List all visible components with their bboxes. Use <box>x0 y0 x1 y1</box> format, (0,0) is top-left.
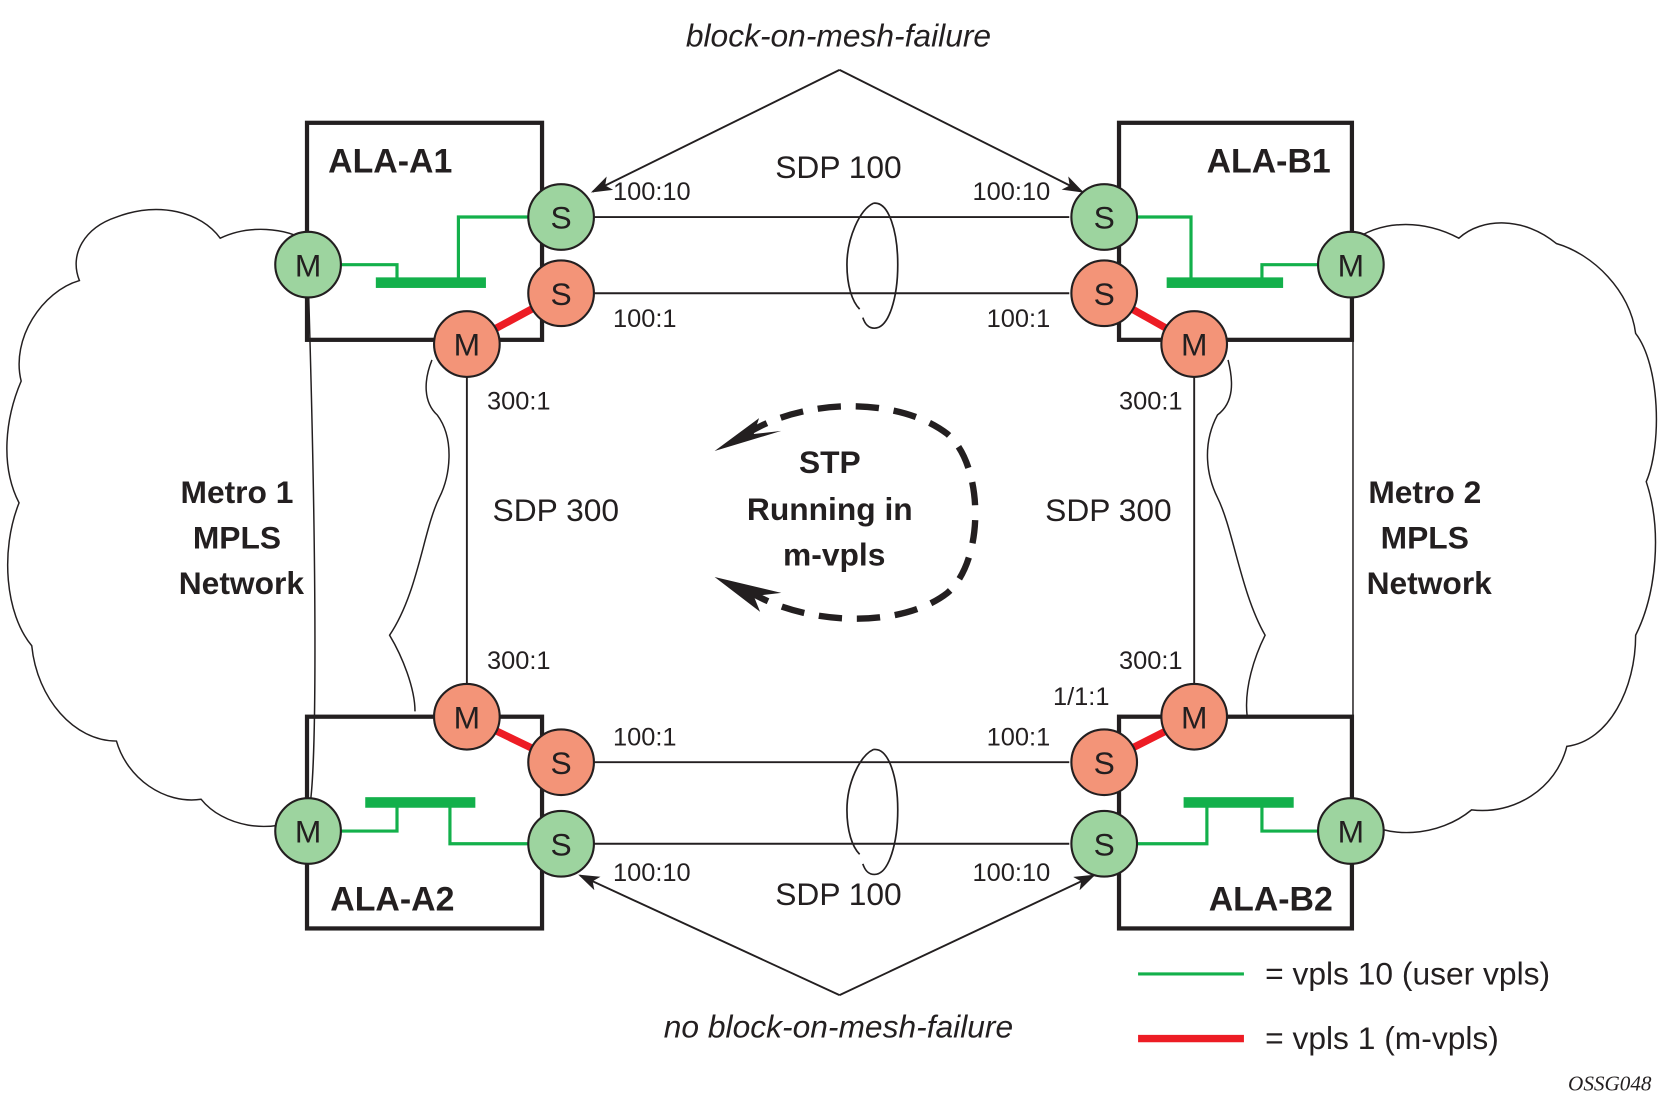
binding-top-b1-m: 100:1 <box>987 305 1051 333</box>
node-label: S <box>551 745 572 781</box>
metro1-cloud-rim <box>388 359 450 712</box>
node-label: M <box>1181 327 1207 363</box>
legend-label-m-vpls: = vpls 1 (m-vpls) <box>1265 1020 1499 1056</box>
b1-mvpls-spoke-sdp-node[interactable]: S <box>1070 259 1139 328</box>
node-label: S <box>1094 745 1115 781</box>
node-label: M <box>454 327 480 363</box>
node-label: S <box>551 276 572 312</box>
a2-mvpls-mesh-sdp-node[interactable]: M <box>432 682 501 751</box>
bottom-annotation-arrow-left <box>578 874 840 996</box>
a1-user-spoke-sdp-node[interactable]: S <box>527 183 595 251</box>
a1-user-mesh-sdp-node[interactable]: M <box>274 230 342 299</box>
binding-top-a1-m: 100:1 <box>613 305 677 333</box>
legend-label-user-vpls: = vpls 10 (user vpls) <box>1265 956 1550 992</box>
b2-mvpls-spoke-sdp-node[interactable]: S <box>1070 728 1139 797</box>
b2-user-wire-spoke <box>1130 804 1209 846</box>
metro1-cloud <box>6 208 316 828</box>
sdp100-bottom-label: SDP 100 <box>775 876 902 912</box>
binding-right-top: 300:1 <box>1119 388 1183 416</box>
a2-user-spoke-sdp-node[interactable]: S <box>527 809 595 878</box>
stp-label: STP Running in m-vpls <box>747 444 922 572</box>
b2-mvpls-mesh-sdp-node[interactable]: M <box>1160 682 1229 751</box>
node-label: M <box>1338 247 1364 283</box>
node-label: S <box>1094 276 1115 312</box>
sdp300-right-label: SDP 300 <box>1045 492 1172 528</box>
sdp100-top-bundle-ellipse <box>846 202 899 330</box>
b2-user-bridge <box>1183 797 1294 808</box>
binding-right-bottom: 300:1 <box>1119 647 1183 675</box>
b1-mvpls-mesh-sdp-node[interactable]: M <box>1160 310 1229 378</box>
node-label: S <box>551 200 572 236</box>
binding-bottom-a2-user: 100:10 <box>613 859 691 887</box>
b2-user-spoke-sdp-node[interactable]: S <box>1070 809 1139 878</box>
bottom-annotation-arrow-right <box>839 874 1096 996</box>
node-label: S <box>1094 200 1115 236</box>
metro2-cloud-rim <box>1206 359 1266 716</box>
a1-mvpls-spoke-sdp-node[interactable]: S <box>527 259 595 328</box>
no-block-on-mesh-failure-label: no block-on-mesh-failure <box>664 1008 1013 1044</box>
binding-top-b1-user: 100:10 <box>973 178 1051 206</box>
router-label-ala-b2: ALA-B2 <box>1209 880 1333 918</box>
binding-left-bottom: 300:1 <box>487 647 551 675</box>
binding-b2-sap: 1/1:1 <box>1053 683 1109 711</box>
a1-user-wire-spoke <box>456 215 530 284</box>
b1-user-mesh-sdp-node[interactable]: M <box>1316 230 1385 299</box>
legend: = vpls 10 (user vpls) = vpls 1 (m-vpls) <box>1138 956 1550 1056</box>
b1-user-bridge <box>1166 277 1284 288</box>
top-annotation-arrow-left <box>590 69 840 193</box>
metro1-label: Metro 1 MPLS Network <box>179 474 305 601</box>
metro2-label: Metro 2 MPLS Network <box>1367 474 1493 601</box>
a1-mvpls-mesh-sdp-node[interactable]: M <box>432 310 501 378</box>
b1-user-wire-spoke <box>1130 215 1193 284</box>
b2-user-mesh-sdp-node[interactable]: M <box>1316 797 1385 865</box>
node-label: S <box>1094 826 1115 862</box>
node-label: S <box>551 826 572 862</box>
a2-user-mesh-sdp-node[interactable]: M <box>274 797 342 865</box>
node-label: M <box>295 814 321 850</box>
binding-bottom-b2-m: 100:1 <box>987 723 1051 751</box>
router-label-ala-b1: ALA-B1 <box>1207 143 1331 181</box>
a2-user-bridge <box>365 797 476 808</box>
a2-user-wire-spoke <box>448 804 530 846</box>
stp-arrowhead-top-icon <box>714 418 782 451</box>
node-label: M <box>295 247 321 283</box>
binding-bottom-a2-m: 100:1 <box>613 723 677 751</box>
node-label: M <box>454 699 480 735</box>
binding-bottom-b2-user: 100:10 <box>973 859 1051 887</box>
node-label: M <box>1338 814 1364 850</box>
binding-top-a1-user: 100:10 <box>613 178 691 206</box>
router-label-ala-a2: ALA-A2 <box>330 880 454 918</box>
b2-user-wire-mesh <box>1260 804 1322 833</box>
binding-left-top: 300:1 <box>487 388 551 416</box>
stp-arrowhead-bottom-icon <box>714 576 782 612</box>
figure-id: OSSG048 <box>1568 1071 1652 1095</box>
a2-user-wire-mesh <box>338 804 399 833</box>
sdp100-top-label: SDP 100 <box>775 149 902 185</box>
a2-mvpls-spoke-sdp-node[interactable]: S <box>527 728 595 797</box>
node-label: M <box>1181 699 1207 735</box>
sdp100-bottom-bundle-ellipse <box>846 748 899 876</box>
router-label-ala-a1: ALA-A1 <box>328 143 452 181</box>
sdp300-left-label: SDP 300 <box>493 492 620 528</box>
b1-user-spoke-sdp-node[interactable]: S <box>1070 183 1139 251</box>
top-annotation-arrow-right <box>839 69 1084 193</box>
block-on-mesh-failure-label: block-on-mesh-failure <box>686 18 991 54</box>
metro2-cloud <box>1352 222 1658 834</box>
a1-user-bridge <box>375 277 486 288</box>
